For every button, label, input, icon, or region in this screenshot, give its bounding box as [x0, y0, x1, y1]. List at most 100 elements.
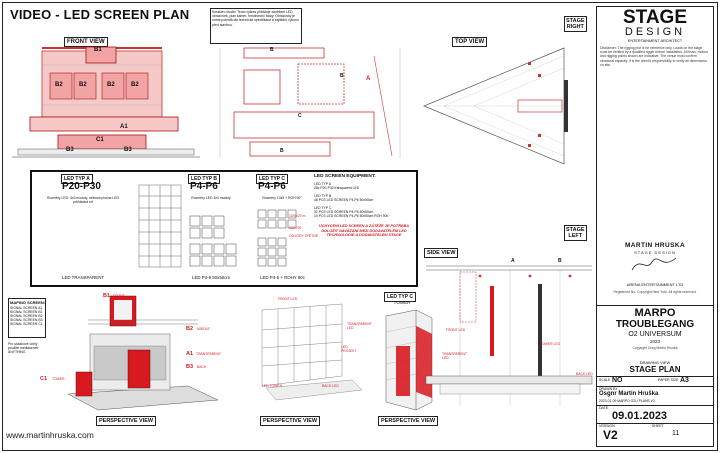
- scale-label: SCALE: [599, 378, 611, 382]
- perspective-2-render: [261, 303, 363, 401]
- drawn-label: DRAWN BY: [599, 387, 618, 391]
- page-title: VIDEO - LED SCREEN PLAN: [10, 7, 190, 22]
- equipment-item: 10 PCS LED SCREEN P4-P6 50x50cm ROH 90c: [314, 214, 389, 218]
- divider: [596, 305, 714, 306]
- led-a-desc: Rozměry LED: 4x3 moduly, celková plocha …: [47, 196, 119, 205]
- led-a-transparent-grid: [138, 184, 182, 268]
- top-label-b: B: [340, 73, 344, 79]
- sheet-value: 11: [672, 430, 680, 437]
- persp-label-b1-text: FRONT: [113, 294, 125, 298]
- persp-label-b1: B1: [103, 293, 111, 299]
- top-label-b: B: [270, 47, 274, 53]
- client-name: MARPO: [634, 307, 676, 319]
- scale-value: NO: [612, 377, 623, 384]
- front-view-label: FRONT VIEW: [64, 37, 108, 47]
- equipment-head: LED SCREEN EQUIPMENT:: [314, 174, 376, 179]
- mapping-item: SIGNAL SCREEN B2: [10, 314, 43, 318]
- top-label-c: C: [298, 113, 302, 119]
- drawing-name: STAGE PLAN: [629, 365, 681, 374]
- top-view-drawing: [423, 47, 568, 165]
- persp2-led-tower: LED TOWER: [262, 384, 283, 388]
- front-label-b3: B3: [66, 147, 74, 153]
- side-tower-led: TOWER LED: [540, 342, 561, 346]
- title-block: [596, 6, 714, 447]
- led-c-foot: LED P4-6 + ROHY 90c: [260, 275, 305, 280]
- led-c-tag: ROH 90: [289, 226, 302, 230]
- mapping-note: Pro ukázkové účely použité mediaserver A…: [8, 342, 39, 355]
- side-back-led: BACK LED: [576, 372, 593, 376]
- equipment-warning: UCHYCENÍ LED SCREEN A ZÁTĚŽE JE POTŘEBA …: [318, 224, 409, 238]
- mapping-box: [8, 298, 46, 338]
- front-label-b2: B2: [131, 82, 139, 88]
- led-a-head: LED TYP A: [61, 174, 93, 184]
- front-label-c1: C1: [96, 137, 104, 143]
- side-label-b: B: [558, 258, 562, 264]
- disclaimer-text: Disclaimer: The rigging plot is for refe…: [600, 46, 708, 67]
- equipment-item: 28x P20-P30 transparent LED: [314, 186, 360, 190]
- signature-icon: [631, 257, 677, 271]
- version-value: V2: [603, 428, 618, 442]
- version-label: VERSION: [599, 424, 615, 428]
- designer-sub: STAGE DESIGN: [634, 250, 676, 255]
- mapping-item: SIGNAL SCREEN C1: [10, 322, 43, 326]
- paper-value: A3: [680, 377, 689, 384]
- front-view-drawing: [12, 46, 200, 158]
- side-front-led: FRONT LED: [446, 328, 466, 332]
- persp2-led-projekt: LED PROJEKT: [341, 345, 357, 354]
- sheet-label: SHEET: [652, 424, 664, 428]
- website-url[interactable]: www.martinhruska.com: [6, 430, 94, 440]
- project-copyright: Copyright Greg Martin Hruska: [632, 346, 678, 350]
- persp-label-b3-text: BACK: [197, 365, 207, 369]
- perspective-3-label: PERSPECTIVE VIEW: [378, 416, 439, 426]
- perspective-1-render: [67, 295, 219, 411]
- equipment-item: LED TYP C: [314, 206, 332, 210]
- persp-label-c1-text: TOWER: [52, 377, 65, 381]
- persp3-head: LED TYP C: [384, 292, 417, 302]
- project-year: 2023: [649, 339, 660, 344]
- drawn-by: Osgnr Martin Hruška: [599, 391, 659, 397]
- persp2-transparent-led: TRANSPARENT LED: [347, 322, 372, 331]
- led-b-module-grid: [189, 215, 237, 267]
- led-c-tag: ODVODY ZPĚTNÉ: [289, 234, 318, 238]
- divider: [596, 376, 714, 377]
- front-label-b2: B2: [55, 82, 63, 88]
- date-value: 09.01.2023: [612, 410, 668, 422]
- top-label-a: A: [366, 76, 371, 82]
- top-label-b: B: [280, 148, 284, 154]
- led-types-panel: [30, 170, 418, 287]
- equipment-item: LED TYP A: [314, 182, 332, 186]
- top-plan-dimensions: [219, 47, 401, 158]
- brand-tagline: ENTERTAINMENT ARCHITECT: [627, 39, 683, 43]
- front-label-b1: B1: [94, 47, 102, 53]
- designer-credits: Registered No. Copyright New York. All r…: [613, 290, 697, 294]
- drawing-label: DRAWING VIEW: [639, 360, 671, 365]
- led-b-head: LED TYP B: [188, 174, 221, 184]
- brand-sub: DESIGN: [624, 26, 686, 38]
- venue-name: O2 UNIVERSUM: [628, 331, 682, 338]
- led-c-module-grid: [257, 209, 297, 267]
- side-transparent-led: TRANSPARENT LED: [442, 352, 467, 361]
- persp-label-b3: B3: [186, 364, 194, 370]
- led-c-head: LED TYP C: [256, 174, 289, 184]
- front-label-b2: B2: [79, 82, 87, 88]
- equipment-item: LED TYP B: [314, 194, 332, 198]
- led-c-model: P4-P6: [258, 181, 286, 192]
- file-name: 2023-01-09 MARPO O2U PLANS V2: [599, 399, 655, 403]
- led-b-desc: Rozměry LED 3x4 moduly: [191, 196, 231, 200]
- divider: [596, 405, 714, 406]
- mapping-head: MAPING SCREEN:: [10, 300, 46, 305]
- front-label-b2: B2: [107, 82, 115, 88]
- mapping-item: SIGNAL SCREEN B1: [10, 310, 43, 314]
- perspective-2-label: PERSPECTIVE VIEW: [260, 416, 321, 426]
- persp-label-b2: B2: [186, 326, 194, 332]
- equipment-item: 32 PCS LED SCREEN P4-P6 50x50cm: [314, 210, 374, 214]
- equipment-item: 48 PCS LED SCREEN P4-P6 50x50cm: [314, 198, 374, 202]
- designer-name: MARTIN HRUSKA: [624, 242, 686, 249]
- led-c-desc: Rozměry 10x5 + ROH 90°: [262, 196, 302, 200]
- persp-label-a1: A1: [186, 351, 194, 357]
- persp2-front-led: FRONT LED: [278, 297, 298, 301]
- persp2-back-led: BACK LED: [322, 384, 339, 388]
- led-b-model: P4-P6: [190, 181, 218, 192]
- show-name: TROUBLEGANG: [615, 319, 695, 330]
